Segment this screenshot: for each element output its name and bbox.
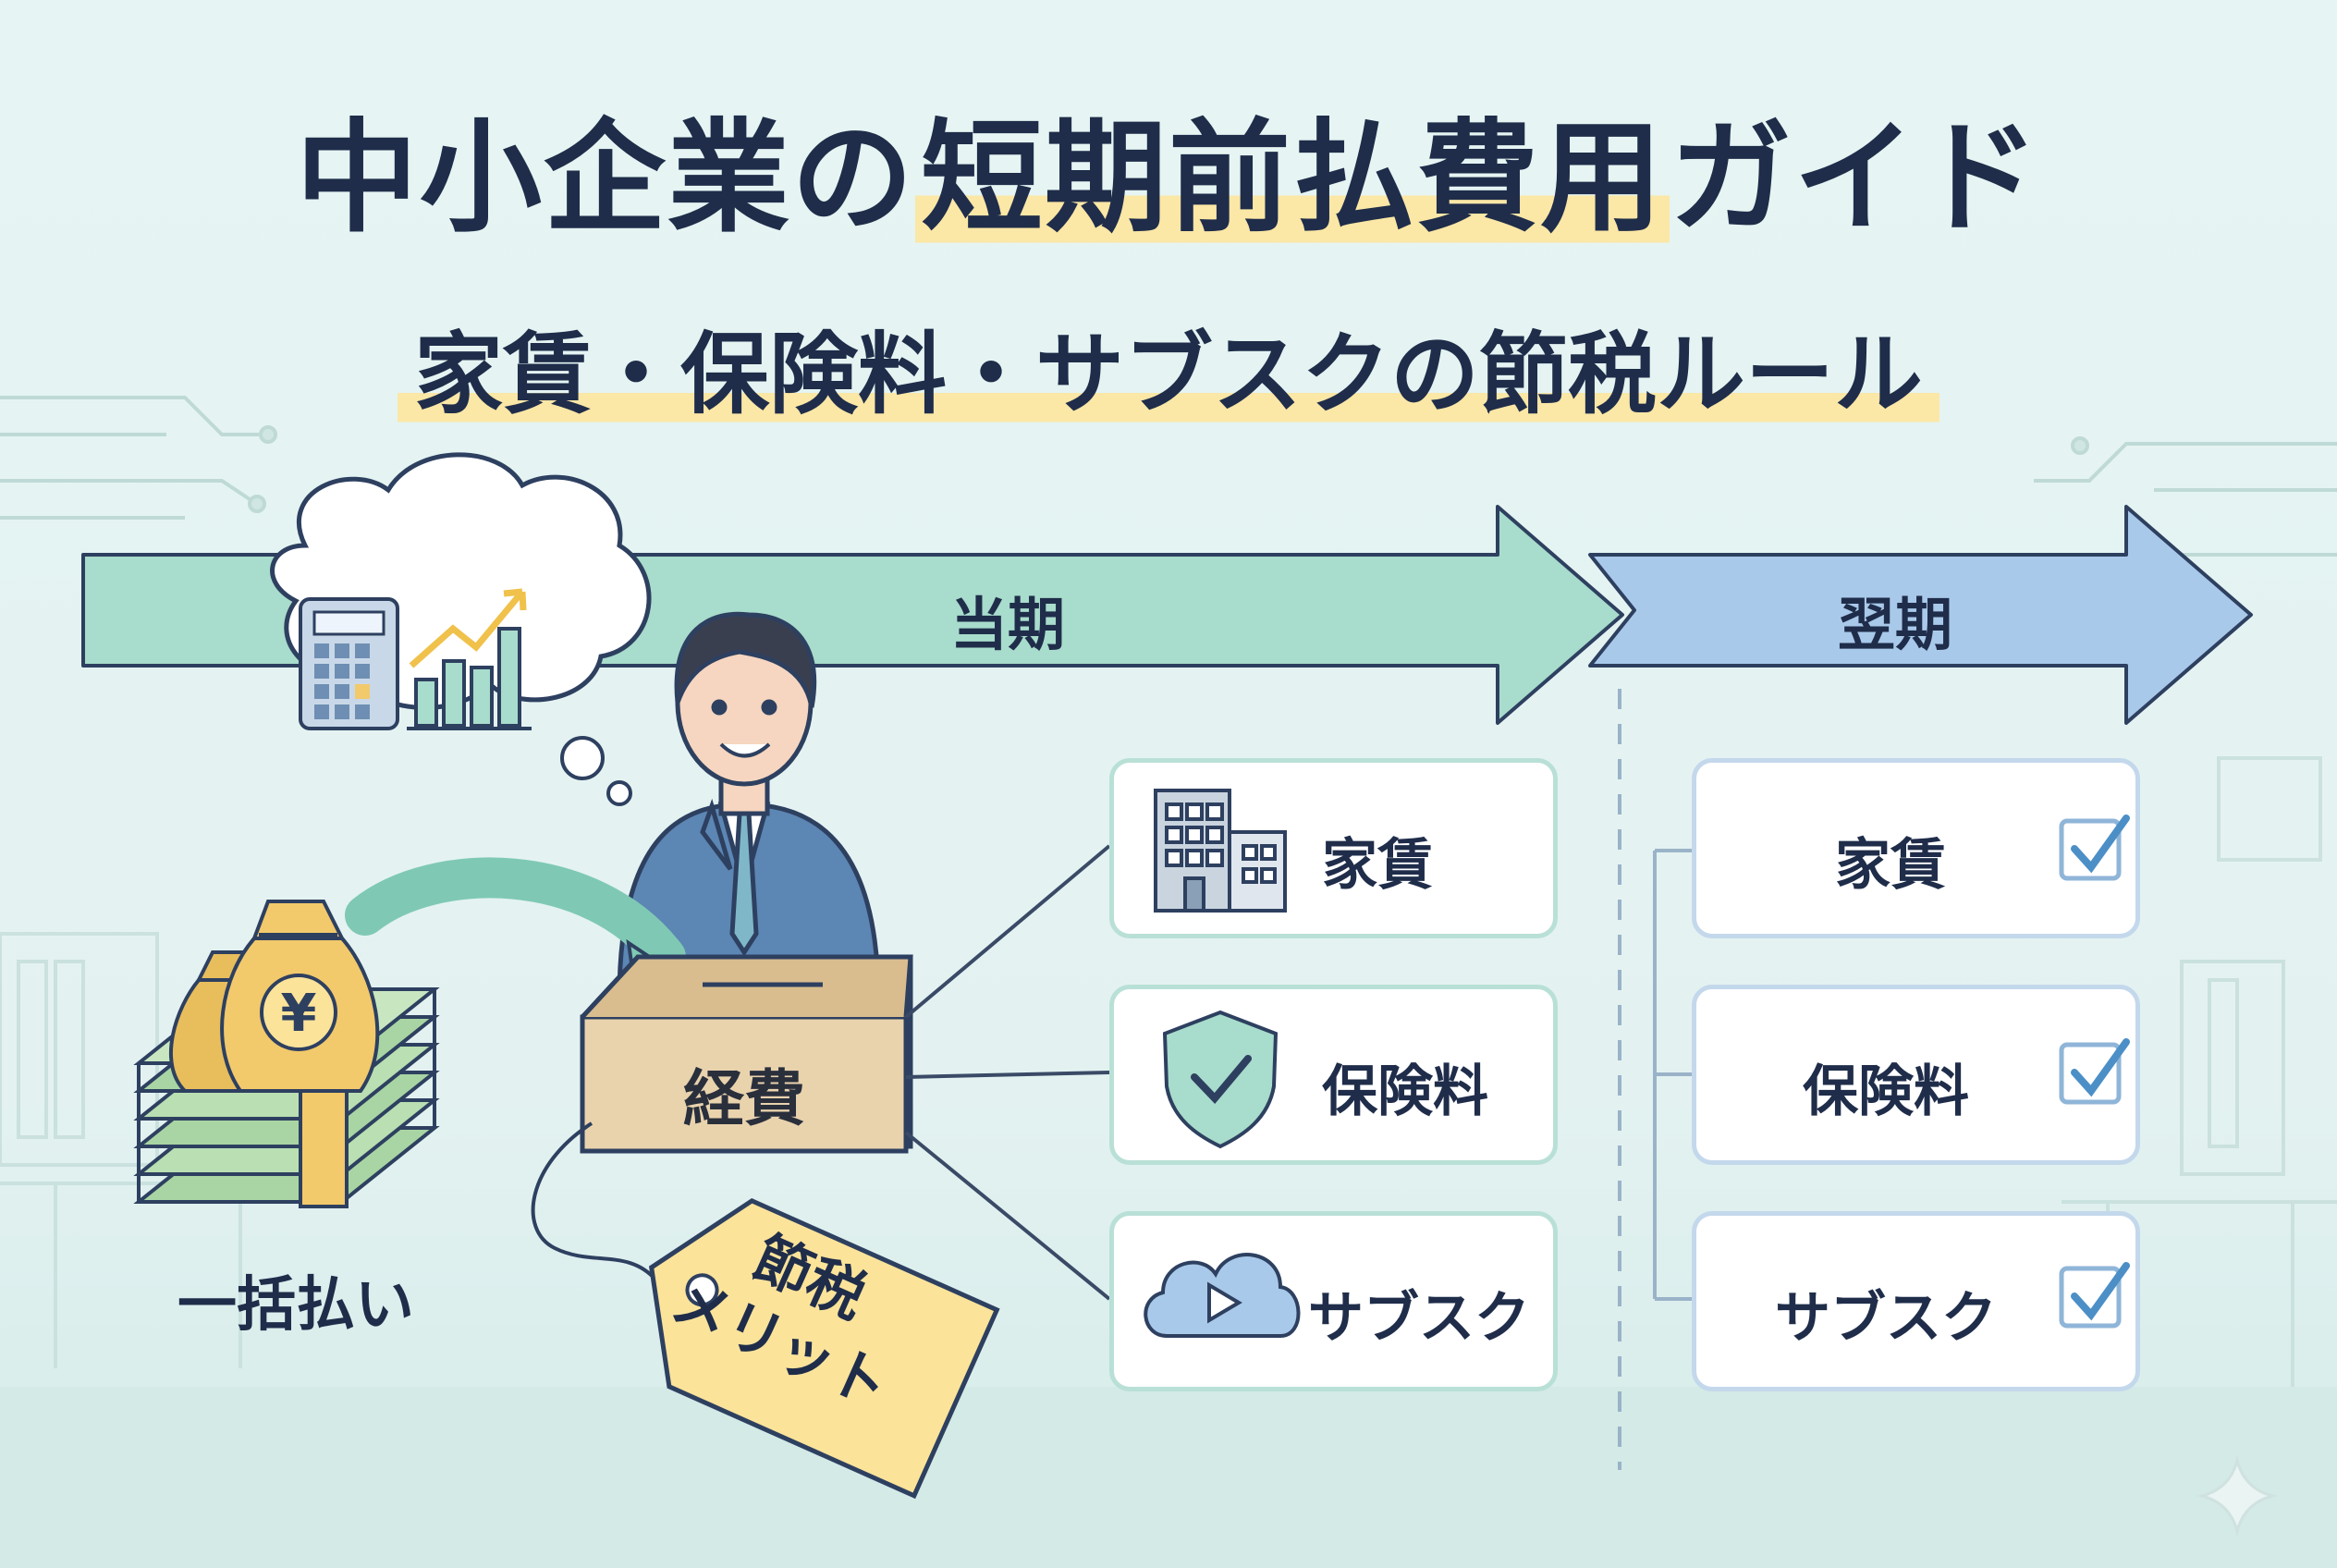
- checkbox-checked-icon: [2059, 815, 2130, 881]
- next-period-bracket: [1653, 849, 1696, 1301]
- current-item-insurance-label: 保険料: [1322, 1060, 1488, 1124]
- title-part-3: ガイド: [1670, 107, 2041, 250]
- current-period-label: 当期: [949, 591, 1065, 658]
- expense-box-label: 経費: [683, 1063, 805, 1134]
- deposit-arrow: [345, 857, 686, 977]
- checkbox-checked-icon: [2059, 1262, 2130, 1329]
- current-item-rent-label: 家賃: [1322, 833, 1433, 898]
- page-subtitle: 家賃・保険料・サブスクの節税ルール: [0, 322, 2337, 428]
- circuit-decoration-right: [2034, 436, 2337, 557]
- sparkle-icon: [2196, 1455, 2278, 1537]
- title-part-1: 中小企業の: [296, 107, 915, 250]
- next-period-label: 翌期: [1837, 591, 1952, 658]
- next-item-rent-label: 家賃: [1835, 833, 1946, 898]
- tag-string: [531, 1121, 658, 1282]
- checkbox-checked-icon: [2059, 1038, 2130, 1105]
- money-bag-icon-front: [220, 900, 380, 1093]
- circuit-decoration-left: [0, 396, 277, 520]
- current-item-insurance-card: 保険料: [1109, 985, 1558, 1165]
- page-title: 中小企業の短期前払費用ガイド: [0, 107, 2337, 250]
- building-icon: [1154, 789, 1287, 913]
- lump-sum-payment-label: 一括払い: [177, 1271, 414, 1340]
- expense-box: [580, 954, 913, 1154]
- next-item-insurance-label: 保険料: [1803, 1060, 1969, 1124]
- shield-check-icon: [1162, 1010, 1279, 1149]
- title-highlight: 短期前払費用: [915, 107, 1670, 250]
- tax-benefit-tag: [648, 1197, 1000, 1500]
- box-connectors: [904, 844, 1111, 1301]
- subtitle-text: 家賃・保険料・サブスクの節税ルール: [398, 323, 1939, 426]
- next-item-subscription-label: サブスク: [1775, 1286, 1997, 1351]
- current-item-subscription-label: サブスク: [1308, 1286, 1530, 1351]
- next-item-insurance-card: 保険料: [1692, 985, 2140, 1165]
- yen-symbol: ¥: [281, 984, 317, 1044]
- next-period-arrow: [1588, 505, 2253, 725]
- cloud-play-icon: [1144, 1253, 1301, 1338]
- calculator-icon: [299, 597, 399, 730]
- floor: [0, 1387, 2337, 1568]
- growth-chart-icon: [407, 588, 532, 730]
